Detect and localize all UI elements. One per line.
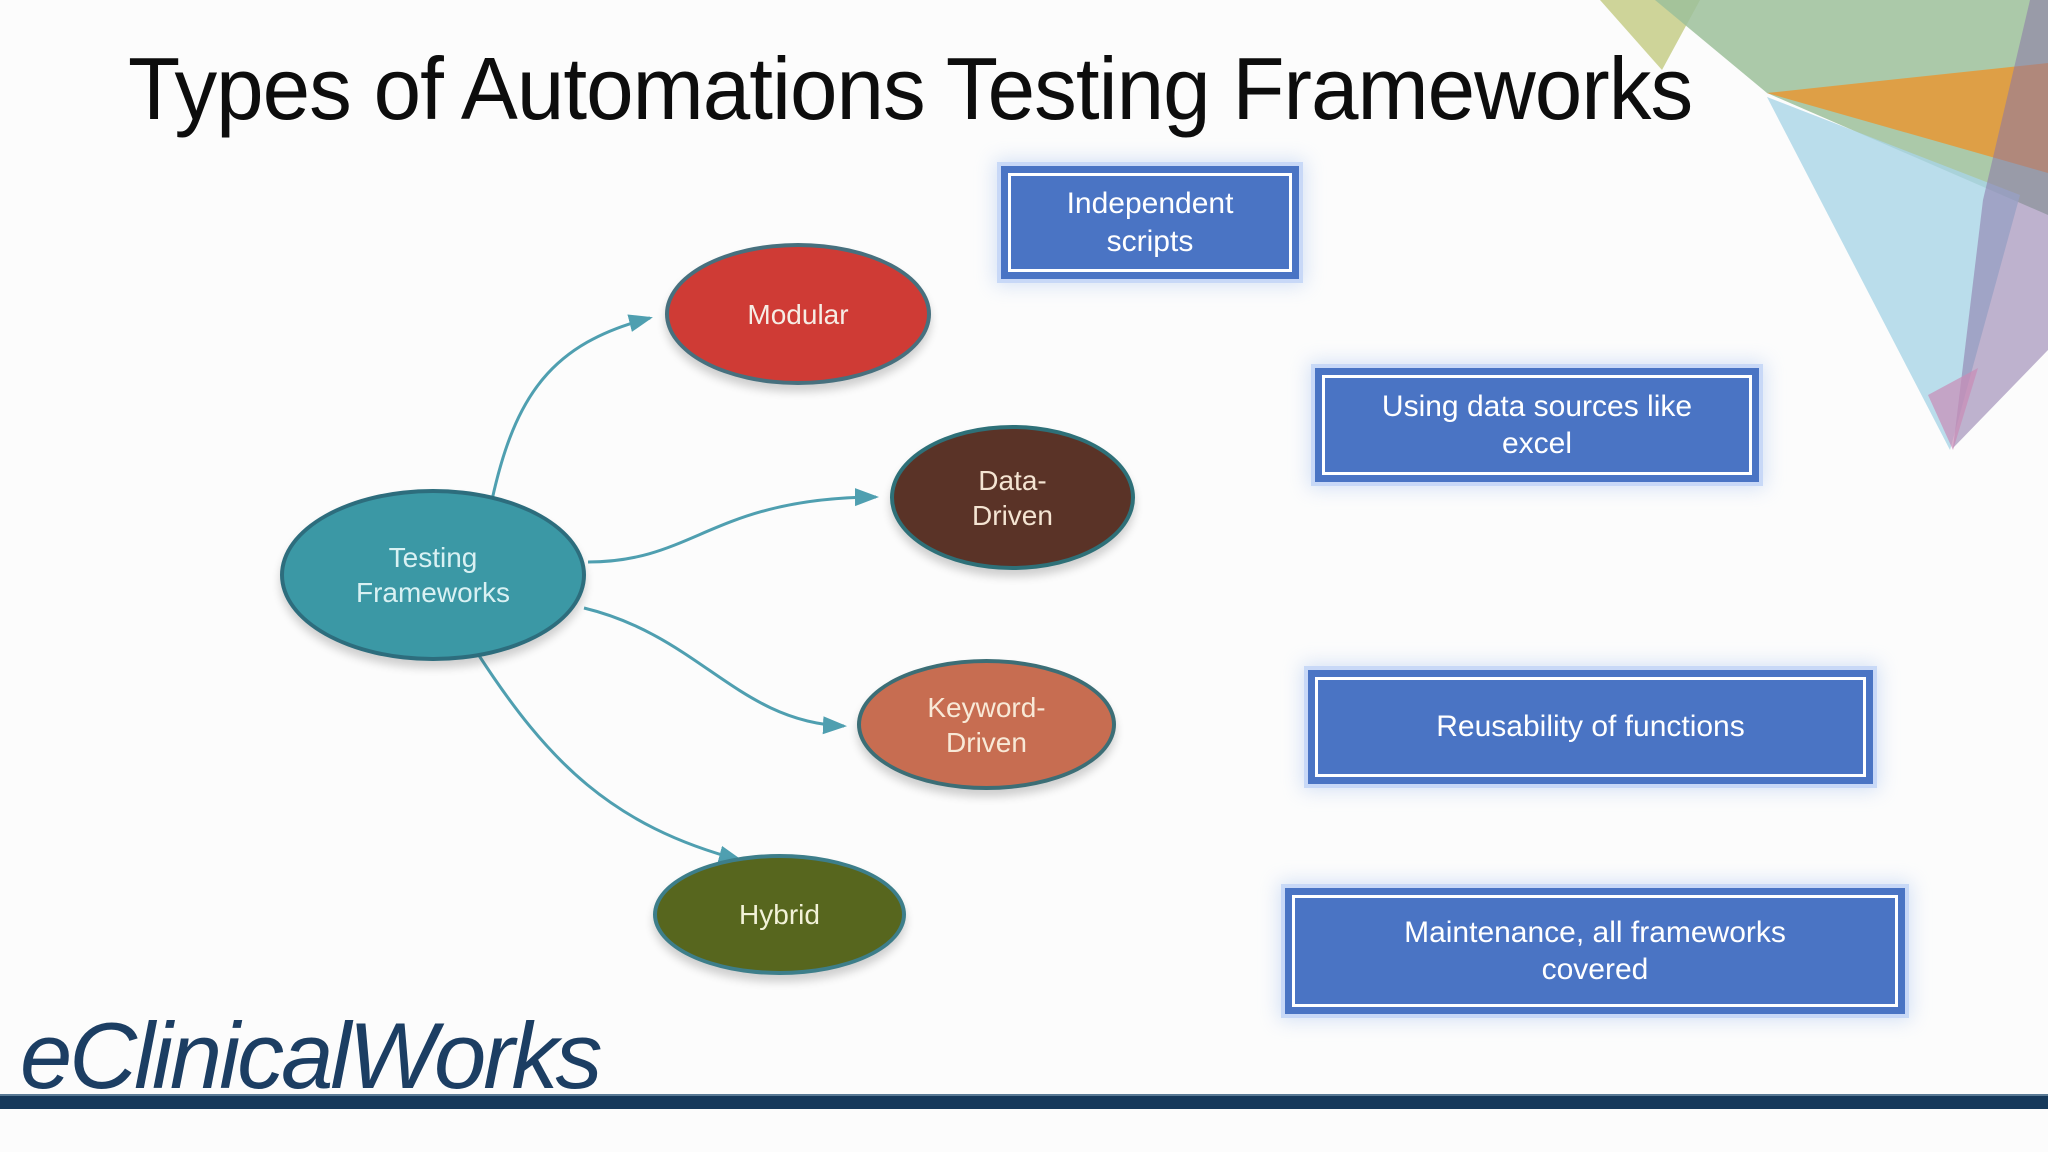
node-data-driven: Data- Driven [890, 425, 1135, 570]
purple-triangle [1953, 0, 2048, 448]
node-label: Keyword- Driven [927, 691, 1046, 758]
callout-independent-scripts: Independent scripts [1001, 166, 1299, 279]
connector-testing-to-keyword-driven [583, 606, 847, 735]
node-testing-frameworks: Testing Frameworks [280, 489, 586, 661]
connector-testing-to-data-driven [587, 488, 879, 564]
callout-text: Independent scripts [1066, 187, 1234, 258]
node-keyword-driven: Keyword- Driven [857, 659, 1116, 790]
node-label: Data- Driven [972, 464, 1053, 531]
pink-triangle [1928, 368, 1978, 450]
blue-triangle [1767, 97, 2020, 450]
node-hybrid: Hybrid [653, 854, 906, 975]
callout-text: Using data sources like excel [1381, 389, 1693, 461]
connector-testing-to-modular [490, 314, 653, 501]
node-label: Testing Frameworks [355, 542, 510, 608]
footer-bar [0, 1094, 2048, 1109]
callout-text: Reusability of functions [1436, 710, 1745, 744]
eclinicalworks-logo: eClinicalWorks [20, 1003, 603, 1108]
node-modular: Modular [665, 243, 931, 385]
callout-using-data-sources: Using data sources like excel [1315, 368, 1759, 482]
connector-testing-to-hybrid [476, 653, 743, 864]
callout-reusability: Reusability of functions [1308, 670, 1873, 784]
callout-maintenance: Maintenance, all frameworks covered [1285, 888, 1905, 1014]
callout-text: Maintenance, all frameworks covered [1404, 915, 1786, 987]
node-label: Hybrid [739, 899, 820, 930]
node-label: Modular [747, 298, 849, 330]
slide-title: Types of Automations Testing Frameworks [128, 39, 1693, 138]
